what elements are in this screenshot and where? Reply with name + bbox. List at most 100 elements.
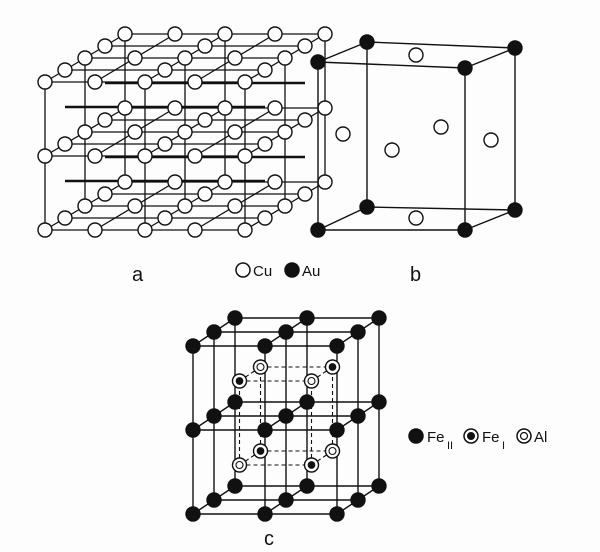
atom-fe-i — [303, 457, 320, 473]
atom-cu — [137, 222, 153, 238]
atom-fe-i — [324, 359, 341, 375]
atom-fe-i-core — [307, 461, 316, 469]
atom-cu — [267, 26, 283, 42]
atom-au — [310, 222, 326, 238]
atom-cu — [267, 174, 283, 190]
atom-cu — [77, 50, 93, 66]
legend-c: Fe II Fe I Al — [408, 428, 547, 452]
legend-al-marker — [516, 428, 532, 444]
atom-cu — [117, 174, 133, 190]
atom-fe-ii — [227, 478, 243, 494]
atom-au — [457, 222, 473, 238]
atom-fe-ii — [350, 492, 366, 508]
atom-fe-ii — [257, 338, 273, 354]
legend-ab: Cu Au — [235, 262, 320, 280]
atom-fe-i — [231, 373, 248, 389]
atom-cu — [127, 198, 143, 214]
atom-al-core — [256, 362, 265, 372]
legend-cu-label: Cu — [253, 263, 272, 280]
atom-cu — [37, 222, 53, 238]
cube-edge — [366, 41, 516, 49]
atom-fe-ii — [329, 422, 345, 438]
atom-cu — [127, 50, 143, 66]
atom-fe-ii — [299, 394, 315, 410]
atom-cu — [97, 38, 113, 54]
panel-label-c: c — [264, 528, 274, 550]
atom-cu — [157, 62, 173, 78]
atom-cu — [237, 148, 253, 164]
atom-cu — [57, 62, 73, 78]
atom-fe-ii — [329, 338, 345, 354]
atom-fe-ii — [371, 478, 387, 494]
atom-cu — [227, 198, 243, 214]
atom-al — [252, 359, 269, 375]
legend-fe1-label: Fe — [482, 429, 500, 446]
atom-cu — [408, 47, 424, 63]
atom-fe-ii — [371, 394, 387, 410]
atom-cu — [317, 100, 333, 116]
panel-a-cu3au-superlattice — [37, 26, 333, 238]
atom-cu — [384, 142, 400, 158]
panel-label-b: b — [410, 264, 421, 286]
cube-edge — [366, 206, 516, 211]
legend-au-marker — [284, 262, 300, 278]
atom-cu — [117, 26, 133, 42]
atom-cu — [87, 222, 103, 238]
atom-cu — [277, 50, 293, 66]
atom-cu — [137, 74, 153, 90]
atom-fe-ii — [371, 310, 387, 326]
atom-fe-i-core — [328, 363, 337, 371]
atom-cu — [167, 100, 183, 116]
atom-cu — [297, 38, 313, 54]
atom-fe-ii — [227, 310, 243, 326]
atom-cu — [187, 222, 203, 238]
atom-fe-ii — [278, 408, 294, 424]
atom-au — [507, 202, 523, 218]
atom-al-core — [307, 376, 316, 386]
atom-fe-ii — [206, 324, 222, 340]
atom-al-core — [235, 460, 244, 470]
atom-fe-ii — [299, 478, 315, 494]
atom-cu — [167, 26, 183, 42]
atom-cu — [187, 148, 203, 164]
atom-cu — [57, 136, 73, 152]
atom-cu — [227, 124, 243, 140]
atom-cu — [57, 210, 73, 226]
atom-al — [231, 457, 248, 473]
legend-cu-marker — [235, 262, 251, 278]
atom-fe-ii — [257, 422, 273, 438]
atom-al-core — [328, 446, 337, 456]
atom-cu — [297, 112, 313, 128]
panel-c-fe3al-superlattice — [185, 310, 387, 522]
legend-fe1-subscript: I — [502, 440, 505, 452]
atom-cu — [77, 124, 93, 140]
atom-fe-ii — [185, 422, 201, 438]
atom-cu — [177, 124, 193, 140]
cube-edge — [317, 61, 466, 69]
atom-fe-ii — [350, 324, 366, 340]
atom-fe-ii — [257, 506, 273, 522]
atom-cu — [227, 50, 243, 66]
legend-fe2-marker — [408, 428, 424, 444]
atom-cu — [237, 222, 253, 238]
legend-fe2-subscript: II — [447, 440, 453, 452]
atom-cu — [97, 112, 113, 128]
atom-al — [303, 373, 320, 389]
atom-cu — [137, 148, 153, 164]
legend-fe2-label: Fe — [427, 429, 445, 446]
atom-fe-ii — [278, 492, 294, 508]
atom-cu — [257, 210, 273, 226]
atom-cu — [408, 210, 424, 226]
atom-cu — [433, 119, 449, 135]
cube-edge — [317, 206, 368, 231]
atom-cu — [197, 186, 213, 202]
atom-fe-ii — [227, 394, 243, 410]
atom-cu — [217, 26, 233, 42]
atom-cu — [217, 174, 233, 190]
atom-cu — [177, 198, 193, 214]
panel-b-unit-cell — [310, 34, 523, 238]
atom-fe-ii — [299, 310, 315, 326]
atom-cu — [257, 136, 273, 152]
